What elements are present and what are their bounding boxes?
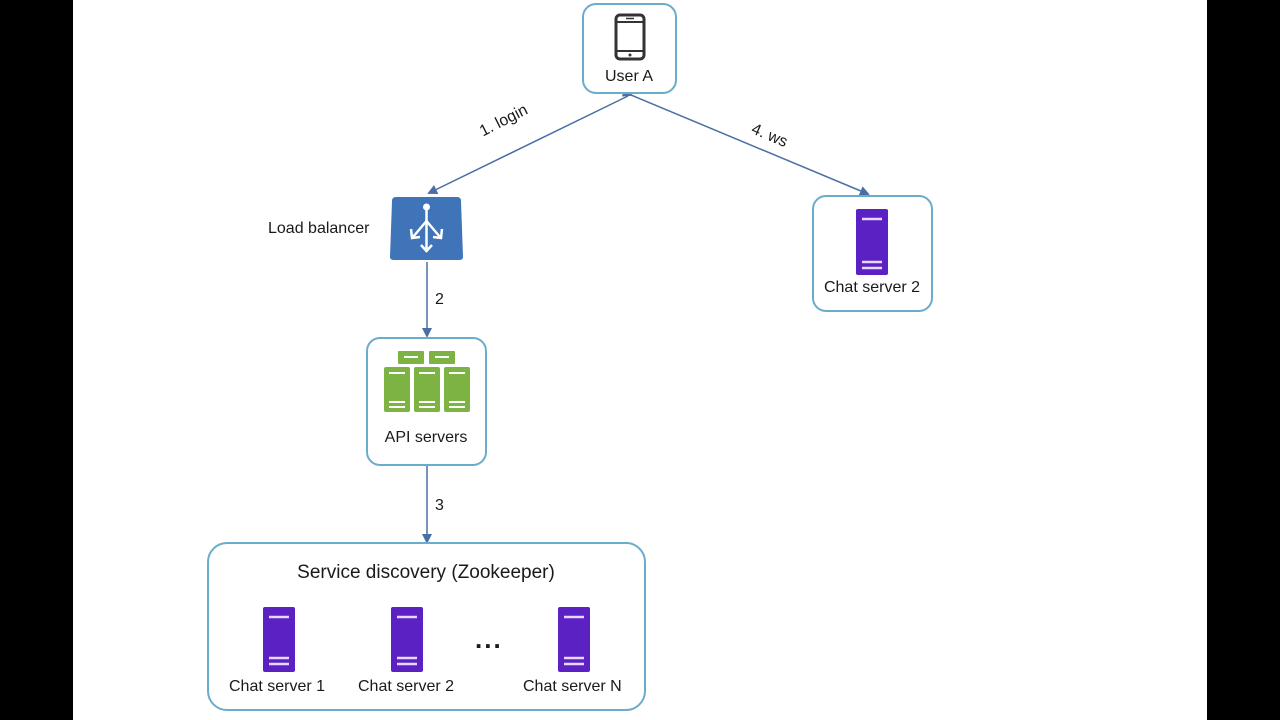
service-discovery-node[interactable]: Service discovery (Zookeeper) Chat serve… xyxy=(207,542,646,711)
user-a-node[interactable]: User A xyxy=(582,3,677,94)
service-discovery-title: Service discovery (Zookeeper) xyxy=(297,562,555,583)
chat-server-2-node[interactable]: Chat server 2 xyxy=(812,195,933,312)
diagram-canvas: 1. login 4. ws 2 3 User A Load balancer xyxy=(73,0,1207,720)
server-icon xyxy=(856,209,888,275)
server-icon xyxy=(558,607,590,672)
chat-server-n-label: Chat server N xyxy=(523,678,622,695)
api-servers-node[interactable]: API servers xyxy=(366,337,487,466)
chat-server-2-sd-label: Chat server 2 xyxy=(358,678,455,695)
edge-label-2: 2 xyxy=(435,291,444,308)
edge-login xyxy=(427,95,629,194)
chat-server-2-label: Chat server 2 xyxy=(823,279,921,296)
edge-ws xyxy=(621,87,870,196)
edge-label-3: 3 xyxy=(435,497,444,514)
load-balancer-label: Load balancer xyxy=(268,220,370,237)
chat-server-1-label: Chat server 1 xyxy=(229,678,326,695)
server-cluster-icon xyxy=(384,351,470,412)
server-icon xyxy=(263,607,295,672)
user-a-label: User A xyxy=(604,68,653,85)
api-servers-label: API servers xyxy=(384,429,468,446)
edges-layer xyxy=(422,87,870,544)
ellipsis: ... xyxy=(475,624,503,654)
load-balancer-icon[interactable] xyxy=(389,195,464,261)
mobile-phone-icon xyxy=(614,13,646,61)
server-icon xyxy=(391,607,423,672)
